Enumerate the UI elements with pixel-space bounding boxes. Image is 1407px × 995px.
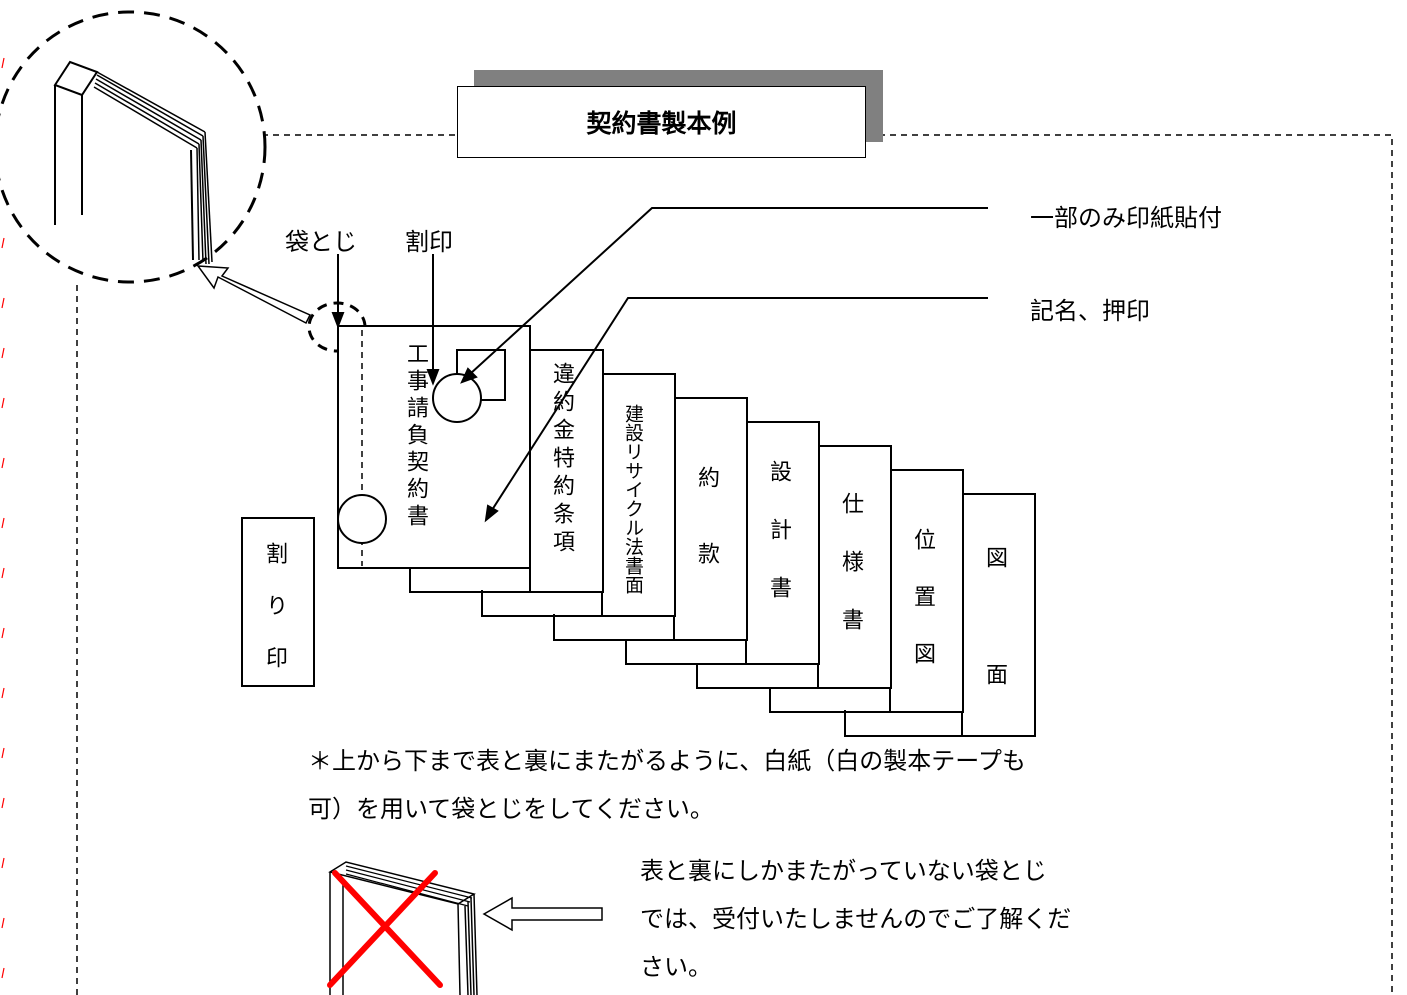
note-line-1: ＊上から下まで表と裏にまたがるように、白紙（白の製本テープも — [308, 747, 1026, 775]
label-sign-seal: 記名、押印 — [1030, 297, 1150, 325]
margin-marks — [1, 57, 5, 979]
doc-title-6: 仕様書 — [838, 492, 863, 666]
doc-title-3: 建設リサイクル法書面 — [622, 404, 644, 594]
doc-title-7: 位置図 — [910, 528, 935, 699]
note-line-2: 可）を用いて袋とじをしてください。 — [308, 795, 714, 823]
label-wariin: 割印 — [405, 228, 453, 256]
red-cross-mark — [327, 870, 443, 988]
bad-note-line-3: さい。 — [640, 953, 712, 981]
wariin-box-label: 割り印 — [262, 542, 287, 698]
bad-note-line-1: 表と裏にしかまたがっていない袋とじ — [640, 857, 1047, 885]
page-title: 契約書製本例 — [457, 86, 866, 158]
doc-sheet-7 — [889, 469, 964, 713]
doc-sheet-5 — [745, 421, 820, 665]
doc-sheet-4 — [673, 397, 748, 641]
pointer-lines — [331, 207, 988, 523]
doc-sheet-8-offset — [844, 710, 962, 737]
doc-sheet-6 — [817, 445, 892, 689]
doc-sheet-3 — [601, 373, 676, 617]
doc-sheet-2 — [529, 349, 604, 593]
wariin-label-box — [241, 517, 315, 687]
bad-example-book — [328, 861, 478, 995]
seal-circle-stamp — [432, 373, 482, 423]
seal-circle-wariin — [337, 494, 387, 544]
magnified-book-spine — [53, 60, 213, 265]
doc-title-8: 図面 — [982, 546, 1007, 780]
bad-note-line-2: では、受付いたしませんのでご了解くだ — [640, 905, 1072, 933]
label-fukuro-toji: 袋とじ — [285, 228, 357, 256]
hollow-arrow-left — [482, 896, 603, 932]
hollow-arrow-magnify — [196, 265, 312, 325]
doc-title-1: 工事請負契約書 — [403, 342, 428, 531]
doc-title-2: 違約金特約条項 — [549, 362, 574, 558]
doc-title-5: 設計書 — [766, 460, 791, 634]
doc-title-4: 約款 — [694, 466, 719, 618]
label-stamp-partial: 一部のみ印紙貼付 — [1030, 204, 1222, 232]
magnify-circle — [0, 10, 267, 284]
